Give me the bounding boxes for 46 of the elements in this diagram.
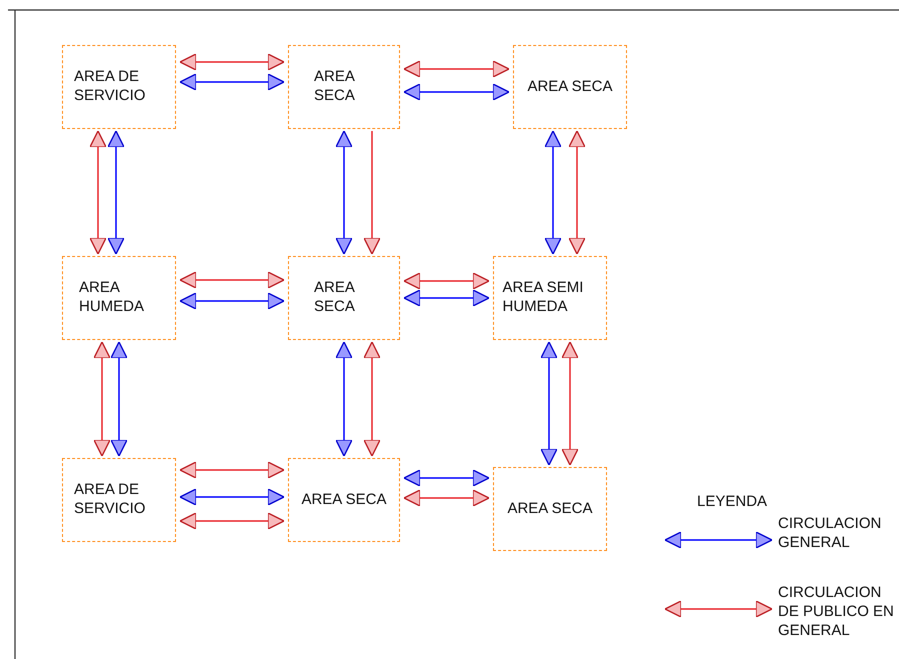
circulation-arrow bbox=[363, 131, 381, 255]
area-box bbox=[62, 458, 176, 542]
circulation-arrow bbox=[403, 60, 510, 78]
area-box bbox=[493, 467, 607, 551]
circulation-arrow bbox=[561, 341, 579, 466]
area-box bbox=[513, 45, 627, 129]
circulation-arrow bbox=[540, 341, 558, 466]
area-box bbox=[288, 45, 400, 129]
legend-text: CIRCULACION GENERAL bbox=[778, 515, 882, 552]
area-label: AREA DE SERVICIO bbox=[74, 68, 146, 106]
legend-heading: LEYENDA bbox=[697, 493, 768, 512]
area-label: AREA SECA bbox=[314, 279, 356, 317]
circulation-arrow bbox=[179, 73, 285, 91]
area-label: AREA SECA bbox=[314, 68, 356, 106]
circulation-arrow bbox=[93, 341, 111, 457]
circulation-arrow bbox=[335, 130, 353, 255]
circulation-arrow bbox=[544, 130, 562, 255]
area-box bbox=[288, 458, 400, 542]
circulation-arrow bbox=[179, 292, 285, 310]
area-label: AREA SECA bbox=[527, 78, 613, 96]
circulation-arrow bbox=[403, 83, 510, 101]
circulation-arrow bbox=[179, 512, 285, 530]
area-label: AREA SEMI HUMEDA bbox=[502, 279, 584, 317]
circulation-arrow bbox=[403, 489, 490, 507]
circulation-arrow bbox=[179, 488, 285, 506]
circulation-arrow bbox=[403, 289, 490, 307]
circulation-arrow bbox=[363, 341, 381, 457]
area-label: AREA SECA bbox=[301, 490, 387, 510]
circulation-arrow bbox=[179, 461, 285, 479]
circulation-arrow bbox=[89, 130, 107, 255]
circulation-arrow bbox=[179, 53, 285, 71]
circulation-arrow bbox=[335, 341, 353, 457]
legend-text: CIRCULACION DE PUBLICO EN GENERAL bbox=[778, 584, 895, 640]
area-label: AREA SECA bbox=[507, 500, 593, 518]
circulation-arrow bbox=[110, 341, 128, 457]
area-box bbox=[288, 256, 400, 340]
circulation-arrow bbox=[179, 271, 285, 289]
area-box bbox=[62, 45, 176, 129]
circulation-arrow bbox=[403, 272, 490, 290]
circulation-arrow bbox=[107, 130, 125, 255]
area-box bbox=[493, 256, 607, 340]
area-label: AREA HUMEDA bbox=[79, 279, 146, 317]
circulation-arrow bbox=[568, 130, 586, 255]
area-box bbox=[62, 256, 176, 340]
area-label: AREA DE SERVICIO bbox=[74, 481, 146, 519]
circulation-arrow bbox=[403, 469, 490, 487]
